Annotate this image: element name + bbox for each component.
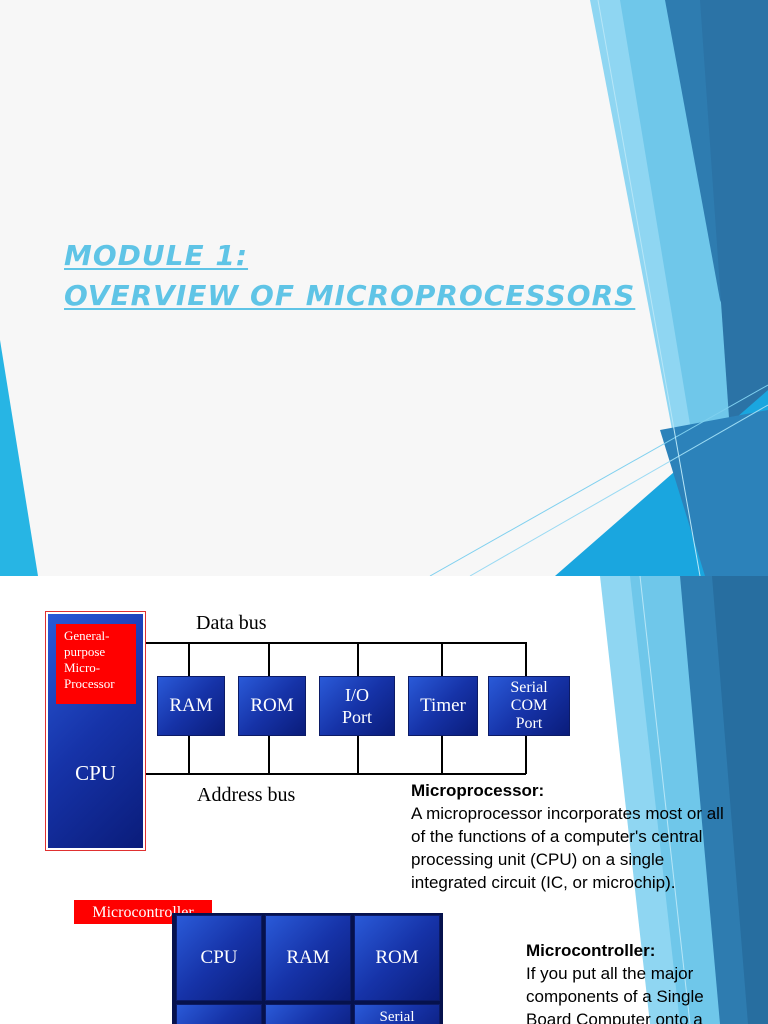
- slide-title: MODULE 1: OVERVIEW OF MICROPROCESSORS: [64, 236, 635, 316]
- cpu-tag-line-4: Processor: [64, 676, 115, 691]
- microcontroller-line-2: components of a Single: [526, 987, 704, 1006]
- accent-line: [639, 576, 691, 1024]
- microprocessor-line-2: of the functions of a computer's central: [411, 827, 703, 846]
- cpu-label: CPU: [75, 761, 116, 785]
- slide1-decoration: [0, 0, 768, 576]
- rom-box: ROM: [238, 676, 306, 736]
- cpu-tag-line-2: purpose: [64, 644, 106, 659]
- accent-line-2: [469, 404, 768, 576]
- right-accent-darker: [712, 576, 768, 1024]
- data-bus-line: [146, 642, 526, 644]
- mc-serial-cell: Serial: [354, 1004, 440, 1024]
- data-bus-label: Data bus: [196, 612, 267, 634]
- mc-ram-cell: RAM: [265, 915, 351, 1001]
- title-line-2: OVERVIEW OF MICROPROCESSORS: [64, 279, 636, 312]
- accent-line-1: [429, 384, 768, 576]
- general-purpose-tag: General- purpose Micro- Processor: [56, 624, 136, 704]
- microprocessor-description: Microprocessor: A microprocessor incorpo…: [411, 779, 768, 894]
- timer-box: Timer: [408, 676, 478, 736]
- accent-line-3: [597, 0, 701, 576]
- mc-cell-bottom-2: [265, 1004, 351, 1024]
- mc-rom-cell: ROM: [354, 915, 440, 1001]
- title-line-1: MODULE 1:: [64, 239, 249, 272]
- cpu-tag-line-3: Micro-: [64, 660, 101, 675]
- serial-com-port-box: Serial COM Port: [488, 676, 570, 736]
- microcontroller-line-3: Board Computer onto a: [526, 1010, 703, 1024]
- microcontroller-chip: CPU RAM ROM Serial: [172, 913, 443, 1024]
- slide2-decoration: [600, 576, 768, 1024]
- cpu-tag-line-1: General-: [64, 628, 110, 643]
- title-slide: MODULE 1: OVERVIEW OF MICROPROCESSORS: [0, 0, 768, 576]
- microprocessor-line-3: processing unit (CPU) on a single: [411, 850, 665, 869]
- microcontroller-tag: Microcontroller: [73, 899, 213, 925]
- microcontroller-line-1: If you put all the major: [526, 964, 694, 983]
- io-port-box: I/O Port: [319, 676, 395, 736]
- address-bus-label: Address bus: [197, 784, 296, 806]
- left-accent-shape: [0, 340, 38, 576]
- microprocessor-line-4: integrated circuit (IC, or microchip).: [411, 873, 676, 892]
- cpu-frame: [45, 611, 146, 851]
- microprocessor-heading: Microprocessor:: [411, 781, 545, 800]
- microcontroller-description: Microcontroller: If you put all the majo…: [526, 939, 768, 1024]
- mc-cell-bottom-1: [176, 1004, 262, 1024]
- microprocessor-line-1: A microprocessor incorporates most or al…: [411, 804, 724, 823]
- microcontroller-heading: Microcontroller:: [526, 941, 656, 960]
- mc-cpu-cell: CPU: [176, 915, 262, 1001]
- content-slide: General- purpose Micro- Processor CPU Da…: [0, 576, 768, 1024]
- address-bus-line: [146, 773, 526, 775]
- ram-box: RAM: [157, 676, 225, 736]
